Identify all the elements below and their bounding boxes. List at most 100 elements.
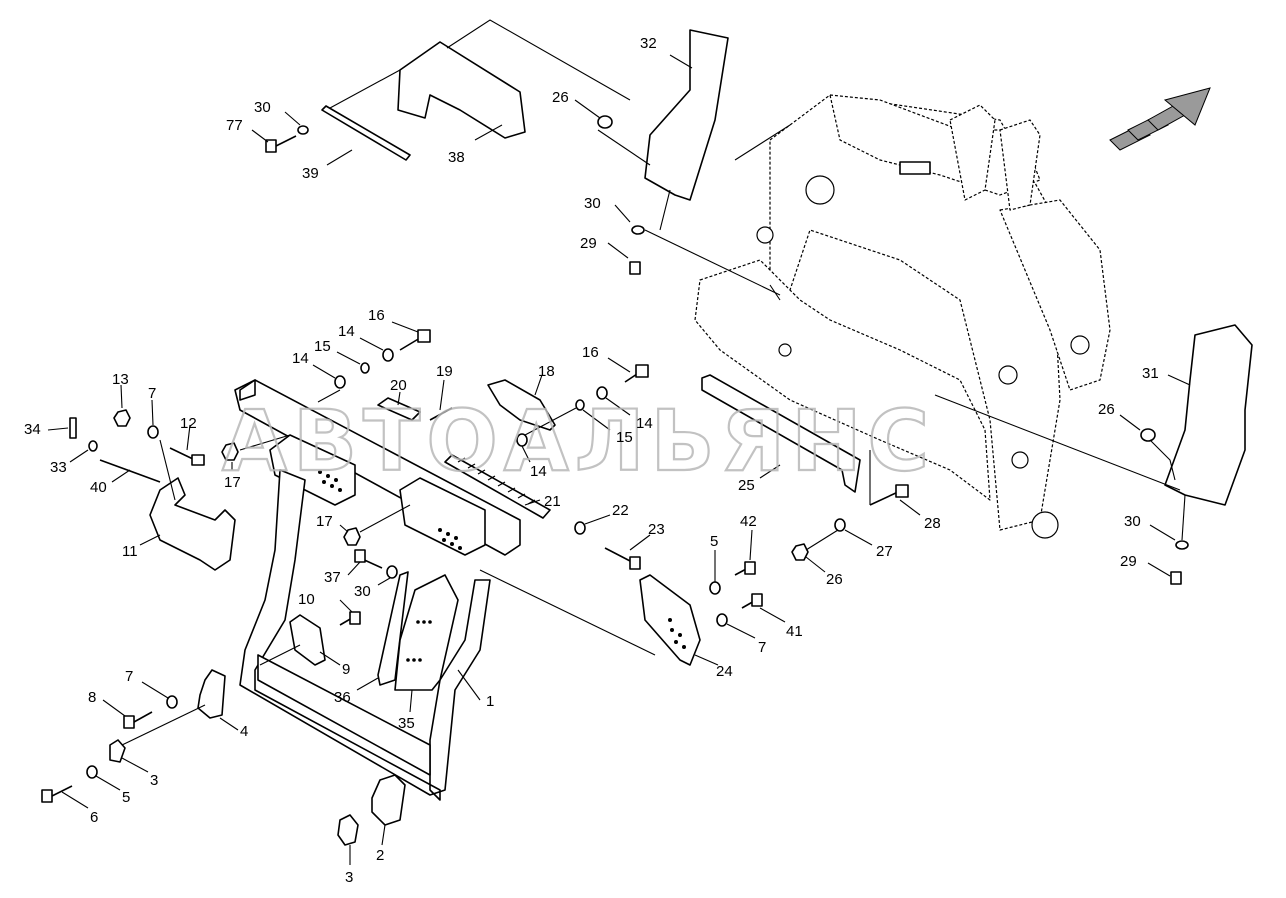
part-13-nut	[113, 384, 131, 427]
part-14-washer-c	[596, 386, 631, 416]
part-33-washer	[69, 440, 98, 463]
callout-32: 32	[640, 35, 657, 52]
part-3-clip-left	[109, 704, 206, 773]
part-7-washer-left	[141, 681, 178, 709]
callout-9: 9	[342, 661, 350, 678]
cross-beam	[234, 379, 521, 556]
part-15-spring-washer-a	[336, 351, 370, 374]
part-10-bolt	[339, 599, 361, 626]
callout-4: 4	[240, 723, 248, 740]
part-37-bolt	[347, 549, 383, 576]
callout-38: 38	[448, 149, 465, 166]
callout-2: 2	[376, 847, 384, 864]
callout-26: 26	[826, 571, 843, 588]
part-21-spring	[444, 454, 551, 519]
callout-10: 10	[298, 591, 315, 608]
part-9-bracket	[259, 614, 341, 666]
callout-12: 12	[180, 415, 197, 432]
callout-5: 5	[710, 533, 718, 550]
part-1-main-frame	[239, 469, 491, 801]
part-5-washer-right	[709, 550, 721, 595]
part-23-bolt	[604, 534, 651, 570]
callout-16: 16	[582, 344, 599, 361]
callout-21: 21	[544, 493, 561, 510]
part-7-washer-upper	[147, 399, 159, 439]
callout-28: 28	[924, 515, 941, 532]
callout-7: 7	[148, 385, 156, 402]
callout-25: 25	[738, 477, 755, 494]
callout-3: 3	[345, 869, 353, 886]
callout-30: 30	[354, 583, 371, 600]
callout-7: 7	[758, 639, 766, 656]
callout-14: 14	[292, 350, 309, 367]
part-38-cover	[397, 19, 631, 141]
part-16-bolt-right	[607, 357, 649, 383]
callout-24: 24	[716, 663, 733, 680]
part-16-bolt-upper	[391, 321, 431, 351]
part-7-washer-right	[716, 613, 756, 639]
part-32-guard	[574, 29, 781, 296]
callout-31: 31	[1142, 365, 1159, 382]
callout-19: 19	[436, 363, 453, 380]
part-18-plate	[487, 374, 556, 431]
callout-15: 15	[616, 429, 633, 446]
part-28-bolt	[869, 450, 921, 516]
callout-11: 11	[122, 543, 138, 560]
part-2-bracket	[371, 774, 406, 846]
callout-29: 29	[1120, 553, 1137, 570]
part-31-guard	[934, 324, 1253, 585]
callout-1: 1	[486, 693, 494, 710]
callout-27: 27	[876, 543, 893, 560]
callout-42: 42	[740, 513, 757, 530]
part-34-pin	[47, 417, 77, 439]
part-40-pin	[99, 459, 161, 483]
part-36-strap	[356, 571, 409, 691]
callout-5: 5	[122, 789, 130, 806]
callout-40: 40	[90, 479, 107, 496]
callout-14: 14	[636, 415, 653, 432]
callout-7: 7	[125, 668, 133, 685]
part-5-washer-left	[86, 765, 121, 791]
part-15-spring-washer-b	[524, 399, 611, 436]
part-14-washer-d	[516, 433, 531, 463]
travel-direction-arrow	[1109, 87, 1211, 151]
part-24-plate	[479, 569, 719, 666]
callout-8: 8	[88, 689, 96, 706]
callout-26: 26	[552, 89, 569, 106]
callout-30: 30	[1124, 513, 1141, 530]
part-35-plate	[394, 574, 459, 713]
callout-35: 35	[398, 715, 415, 732]
callout-13: 13	[112, 371, 129, 388]
part-41-bolt	[741, 593, 786, 623]
part-25-angle	[701, 374, 861, 493]
part-17-nut-lower	[339, 504, 411, 546]
callout-18: 18	[538, 363, 555, 380]
part-6-bolt	[41, 785, 89, 809]
callout-3: 3	[150, 772, 158, 789]
callout-14: 14	[338, 323, 355, 340]
callout-20: 20	[390, 377, 407, 394]
callout-77: 77	[226, 117, 243, 134]
part-39-strip	[321, 69, 411, 166]
callout-33: 33	[50, 459, 67, 476]
callout-26: 26	[1098, 401, 1115, 418]
callout-16: 16	[368, 307, 385, 324]
callout-23: 23	[648, 521, 665, 538]
callout-30: 30	[584, 195, 601, 212]
part-12-bolt	[159, 424, 205, 501]
callout-22: 22	[612, 502, 629, 519]
callout-6: 6	[90, 809, 98, 826]
callout-14: 14	[530, 463, 547, 480]
callout-36: 36	[334, 689, 351, 706]
callout-41: 41	[786, 623, 803, 640]
callout-37: 37	[324, 569, 341, 586]
part-4-bracket	[197, 669, 239, 731]
part-11-bracket	[139, 477, 236, 571]
part-3-clip-bottom	[337, 814, 359, 865]
callout-29: 29	[580, 235, 597, 252]
watermark: АВТОАЛЬЯНС	[222, 392, 935, 490]
part-22-washer	[574, 514, 611, 535]
main-frame-outline	[694, 94, 1111, 539]
callout-30: 30	[254, 99, 271, 116]
